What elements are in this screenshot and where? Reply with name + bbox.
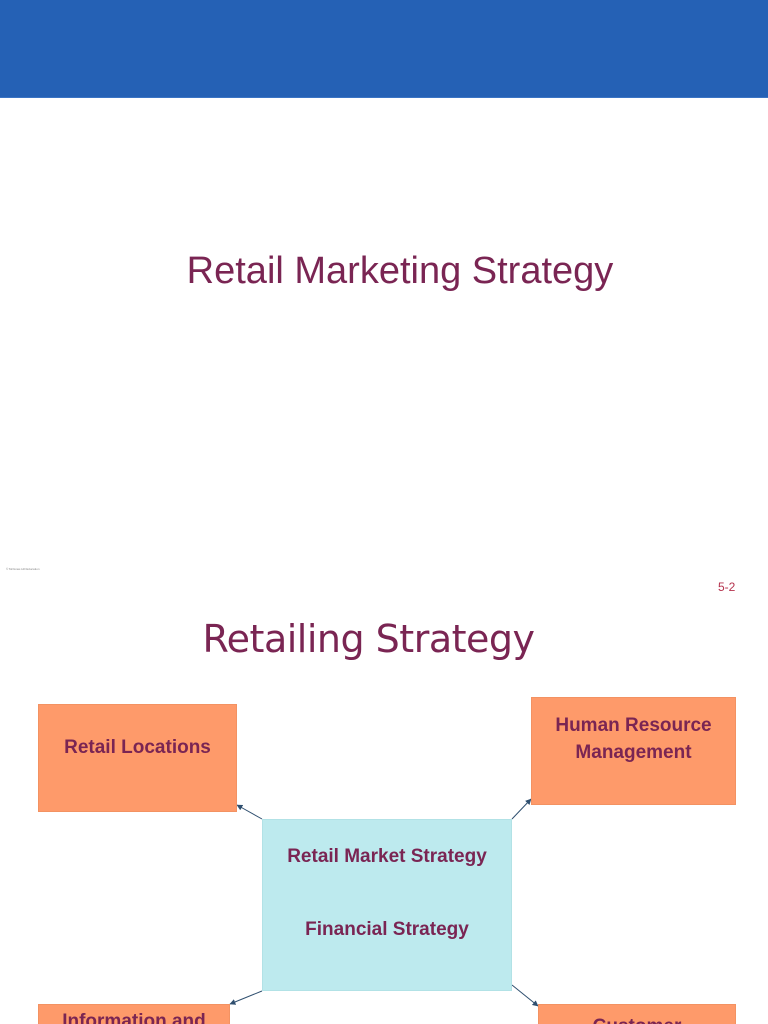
arrow-to-customer — [511, 984, 539, 1007]
financial-strategy-label: Financial Strategy — [305, 919, 469, 940]
slide-number: 5-2 — [718, 580, 736, 594]
retail-locations-label: Retail Locations — [64, 737, 211, 758]
retail-market-strategy-box: Retail Market Strategy Financial Strateg… — [262, 819, 512, 991]
customer-service-box: Customer — [538, 1004, 736, 1024]
slide-2-title: Retailing Strategy — [202, 617, 535, 661]
retail-market-strategy-label: Retail Market Strategy — [287, 846, 487, 867]
copyright-notice: © McGraw-Hill Education — [6, 567, 40, 571]
arrow-to-information — [229, 990, 263, 1005]
header-band — [0, 0, 768, 98]
arrow-to-retail-locations — [236, 804, 263, 820]
human-resource-management-box: Human Resource Management — [531, 697, 736, 805]
human-resource-management-label: Human Resource Management — [555, 715, 712, 763]
slide-title: Retail Marketing Strategy — [186, 250, 614, 292]
retail-locations-box: Retail Locations — [38, 704, 237, 812]
information-systems-box: Information and — [38, 1004, 230, 1024]
information-label: Information and — [62, 1011, 206, 1024]
arrow-to-human-resource-management — [511, 798, 532, 820]
customer-label: Customer — [593, 1013, 682, 1024]
